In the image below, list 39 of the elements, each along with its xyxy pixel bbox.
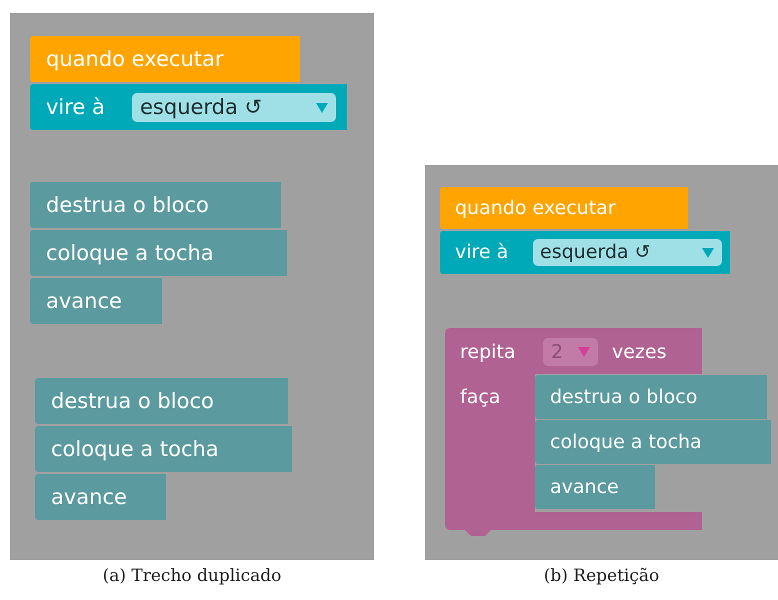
action-block [30, 230, 287, 276]
event-block [30, 36, 300, 82]
field-value: 2 [551, 340, 564, 365]
block-label: quando executar [455, 196, 616, 221]
block-label: quando executar [46, 46, 224, 73]
workspace-panel [10, 13, 374, 560]
block-label: vezes [612, 340, 666, 365]
action-block [535, 465, 655, 509]
action-block [535, 420, 771, 464]
block-label: coloque a tocha [46, 240, 214, 267]
block-label: coloque a tocha [51, 436, 219, 463]
dropdown-field [132, 93, 336, 122]
block-label: faça [460, 385, 500, 410]
block-label: destrua o bloco [550, 385, 698, 410]
dropdown-field [533, 239, 722, 266]
block-label: destrua o bloco [51, 388, 214, 415]
number-dropdown [543, 338, 598, 366]
action-block [30, 182, 281, 228]
workspace-panel [425, 165, 778, 560]
block-label: avance [46, 288, 122, 315]
action-block [35, 378, 288, 424]
turn-block [440, 231, 730, 274]
block-label: vire à [46, 94, 105, 121]
block-label: coloque a tocha [550, 430, 702, 455]
action-block [35, 474, 166, 520]
figure-caption: (a) Trecho duplicado [102, 566, 282, 586]
block-label: vire à [455, 240, 508, 265]
block-label: repita [460, 340, 516, 365]
action-block [35, 426, 292, 472]
event-block [440, 187, 688, 229]
field-value: esquerda ↺ [140, 94, 262, 121]
block-label: avance [550, 475, 619, 500]
block-label: destrua o bloco [46, 192, 209, 219]
action-block [30, 278, 162, 324]
action-block [535, 375, 767, 419]
figure-caption: (b) Repetição [542, 566, 660, 586]
block-label: avance [51, 484, 127, 511]
field-value: esquerda ↺ [540, 240, 651, 265]
turn-block [30, 84, 347, 130]
